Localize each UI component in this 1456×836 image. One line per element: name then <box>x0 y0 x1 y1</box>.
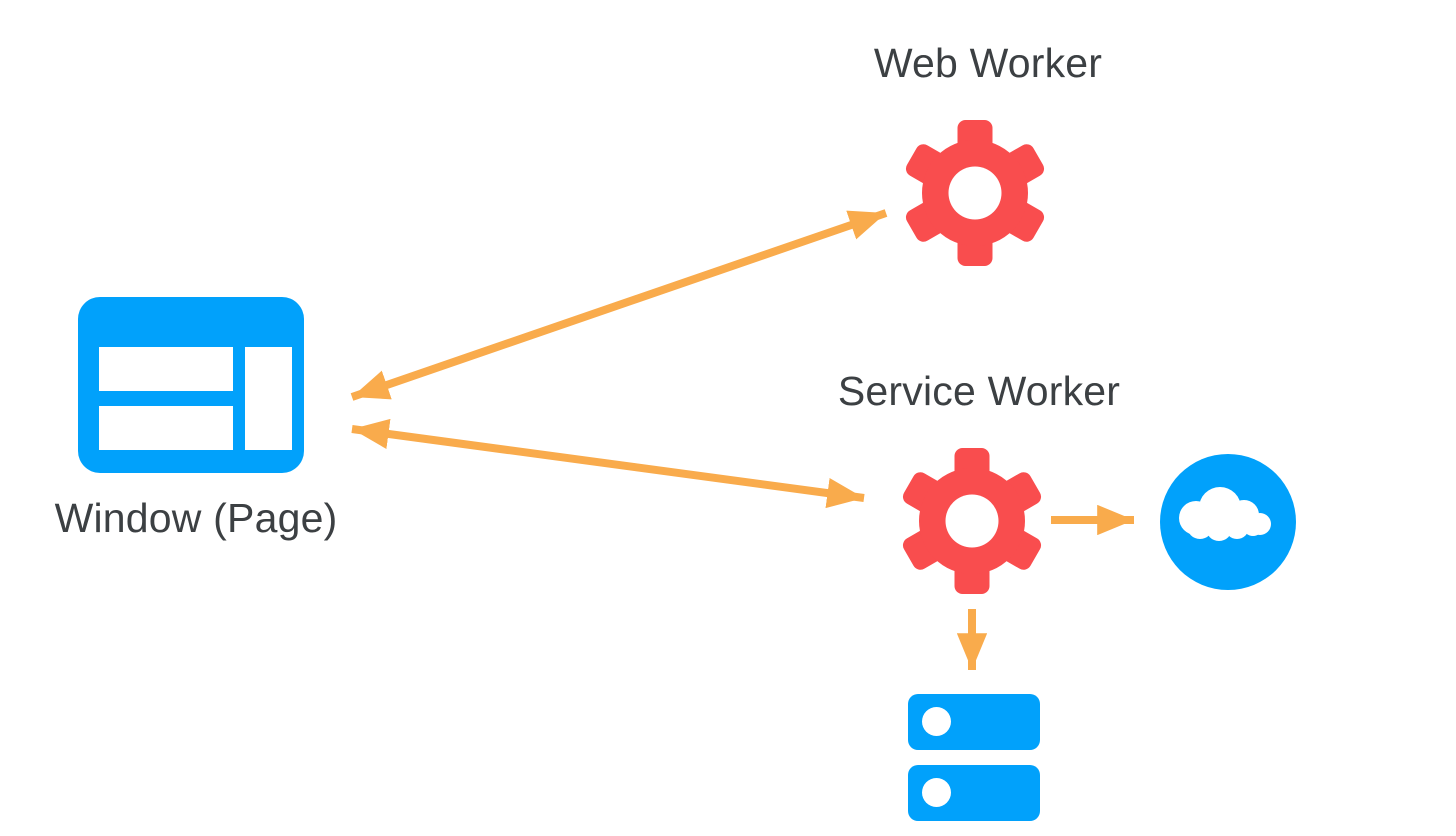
service-worker-gear-icon <box>902 448 1042 594</box>
window-content-bar-bottom <box>99 406 233 450</box>
database-led-dot <box>922 778 951 807</box>
window-page-label: Window (Page) <box>54 495 338 541</box>
database-led-dot <box>922 707 951 736</box>
edge-window-serviceworker <box>351 418 865 509</box>
edge-window-webworker <box>350 209 888 401</box>
browser-window-icon <box>78 297 304 473</box>
service-worker-label: Service Worker <box>837 368 1121 414</box>
cloud-icon <box>1160 454 1296 590</box>
database-unit-icon <box>908 694 1040 750</box>
window-content-bar-top <box>99 347 233 391</box>
web-worker-gear-icon <box>905 120 1045 266</box>
cloud-glyph <box>1179 487 1271 541</box>
window-sidebar-bar <box>245 347 292 450</box>
web-worker-label: Web Worker <box>873 40 1103 86</box>
database-unit-icon <box>908 765 1040 821</box>
